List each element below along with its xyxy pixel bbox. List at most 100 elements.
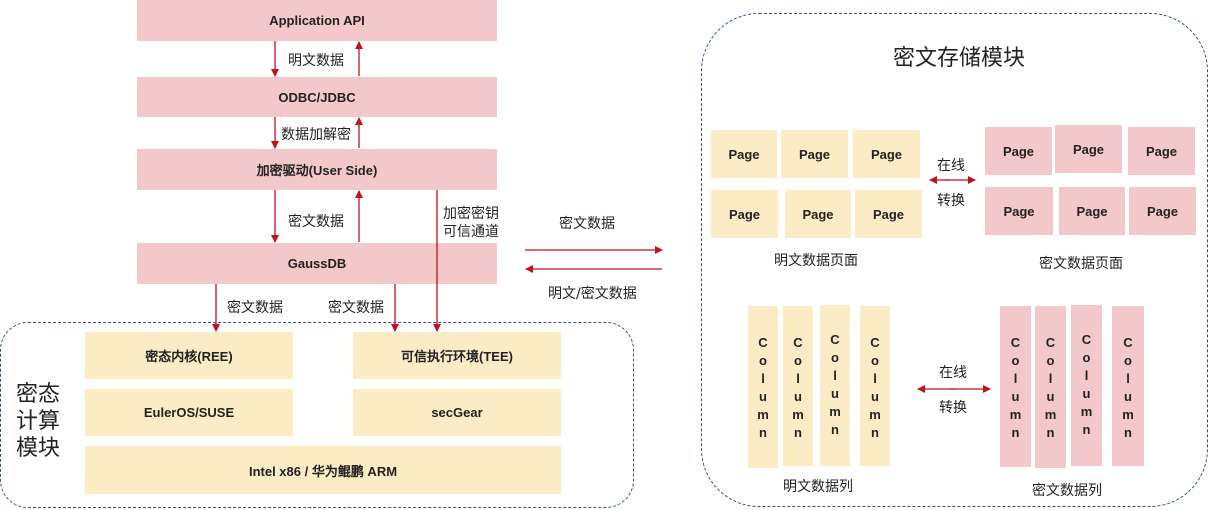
cipher-page: Page	[1055, 125, 1122, 173]
from-storage-label: 明文/密文数据	[548, 286, 637, 302]
encrypt-decrypt-label: 数据加解密	[281, 127, 351, 143]
column-letter: o	[1124, 353, 1132, 368]
column-letter: l	[1084, 368, 1089, 383]
cipher-data-to-tee-label: 密文数据	[328, 300, 384, 316]
encrypted-storage-region	[701, 13, 1208, 507]
column-letter: C	[1081, 332, 1092, 347]
column-letter: n	[831, 422, 839, 437]
convert-label-pages: 转换	[937, 193, 965, 209]
plain-data-label: 明文数据	[288, 53, 344, 69]
column-letter: o	[794, 353, 802, 368]
application-api-box: Application API	[137, 0, 497, 41]
column-letter: l	[1013, 371, 1018, 386]
column-letter: l	[1048, 371, 1053, 386]
column-letter: u	[1011, 389, 1020, 404]
tee-box: 可信执行环境(TEE)	[353, 332, 561, 379]
column-letter: n	[759, 425, 767, 440]
os-box: EulerOS/SUSE	[85, 389, 293, 436]
column-letter: n	[1011, 425, 1020, 440]
column-letter: u	[1124, 389, 1132, 404]
plain-column: C o l u m n	[820, 305, 850, 466]
secure-compute-region	[0, 322, 634, 508]
column-letter: u	[1082, 386, 1091, 401]
column-letter: C	[1123, 335, 1133, 350]
plain-page: Page	[855, 190, 922, 238]
column-letter: C	[758, 335, 768, 350]
cipher-pages-caption: 密文数据页面	[1039, 256, 1123, 272]
cipher-page: Page	[1059, 187, 1125, 235]
plain-page: Page	[853, 130, 920, 178]
column-letter: C	[870, 335, 880, 350]
column-letter: o	[1011, 353, 1020, 368]
secure-compute-title-line1: 密态	[16, 382, 61, 407]
column-letter: m	[1009, 407, 1022, 422]
odbc-jdbc-box: ODBC/JDBC	[137, 77, 497, 117]
plain-page: Page	[711, 130, 777, 178]
ree-kernel-box: 密态内核(REE)	[85, 332, 293, 379]
encrypted-storage-title: 密文存储模块	[893, 46, 1026, 71]
column-letter: u	[794, 389, 802, 404]
column-letter: C	[1045, 335, 1056, 350]
column-letter: u	[871, 389, 879, 404]
online-label-pages: 在线	[937, 158, 965, 174]
column-letter: m	[1044, 407, 1057, 422]
cipher-column: C o l u m n	[1000, 306, 1031, 467]
plain-column: C o l u m n	[748, 306, 778, 468]
secgear-box: secGear	[353, 389, 561, 436]
key-label-line1: 加密密钥	[443, 206, 499, 222]
column-letter: n	[794, 425, 802, 440]
secure-compute-title-line3: 模块	[16, 436, 61, 461]
column-letter: l	[1126, 371, 1130, 386]
cipher-page: Page	[985, 127, 1052, 175]
plain-column: C o l u m n	[860, 306, 890, 466]
column-letter: m	[1080, 404, 1093, 419]
plain-columns-caption: 明文数据列	[783, 479, 853, 495]
column-letter: C	[830, 332, 840, 347]
to-storage-label: 密文数据	[559, 216, 615, 232]
cipher-page: Page	[1129, 187, 1196, 235]
cipher-data-label: 密文数据	[288, 214, 344, 230]
secure-compute-title: 密态 计算 模块	[16, 381, 60, 462]
secure-compute-title-line2: 计算	[16, 409, 61, 434]
column-letter: n	[1124, 425, 1132, 440]
column-letter: m	[1122, 407, 1134, 422]
cipher-page: Page	[985, 187, 1053, 235]
column-letter: m	[792, 407, 804, 422]
cipher-data-to-ree-label: 密文数据	[227, 300, 283, 316]
cipher-column: C o l u m n	[1035, 306, 1066, 468]
column-letter: l	[761, 371, 765, 386]
column-letter: o	[1082, 350, 1091, 365]
hardware-box: Intel x86 / 华为鲲鹏 ARM	[85, 446, 561, 494]
cipher-columns-caption: 密文数据列	[1032, 483, 1102, 499]
column-letter: l	[796, 371, 800, 386]
column-letter: n	[871, 425, 879, 440]
cipher-page: Page	[1128, 127, 1195, 175]
column-letter: u	[759, 389, 767, 404]
column-letter: o	[871, 353, 879, 368]
column-letter: m	[869, 407, 881, 422]
column-letter: o	[831, 350, 839, 365]
column-letter: m	[757, 407, 769, 422]
column-letter: o	[1046, 353, 1055, 368]
column-letter: u	[1046, 389, 1055, 404]
column-letter: C	[793, 335, 803, 350]
plain-column: C o l u m n	[783, 306, 813, 466]
column-letter: n	[1046, 425, 1055, 440]
column-letter: o	[759, 353, 767, 368]
plain-page: Page	[711, 190, 778, 238]
cipher-column: C o l u m n	[1071, 305, 1102, 466]
column-letter: l	[873, 371, 877, 386]
cipher-column: C o l u m n	[1112, 306, 1144, 466]
column-letter: n	[1082, 422, 1091, 437]
column-letter: l	[833, 368, 837, 383]
convert-label-columns: 转换	[939, 400, 967, 416]
plain-page: Page	[785, 190, 851, 238]
encryption-driver-box: 加密驱动(User Side)	[137, 149, 497, 190]
online-label-columns: 在线	[939, 365, 967, 381]
key-label-line2: 可信通道	[443, 224, 499, 240]
plain-pages-caption: 明文数据页面	[774, 253, 858, 269]
column-letter: C	[1010, 335, 1021, 350]
column-letter: m	[829, 404, 841, 419]
plain-page: Page	[781, 130, 848, 178]
